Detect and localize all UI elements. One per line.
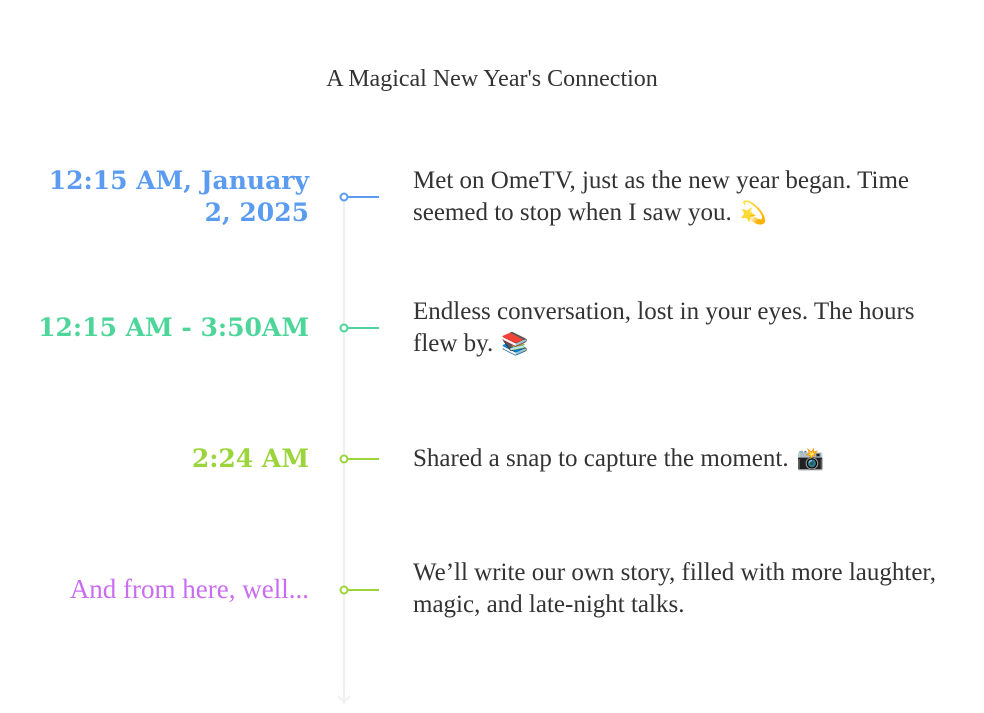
event-description-text: Met on OmeTV, just as the new year began… (413, 167, 909, 226)
event-description-text: We’ll write our own story, filled with m… (413, 559, 937, 618)
event-description: We’ll write our own story, filled with m… (413, 557, 953, 621)
event-description: Endless conversation, lost in your eyes.… (413, 296, 953, 361)
event-connector (339, 192, 379, 202)
event-description-text: Endless conversation, lost in your eyes.… (413, 298, 915, 357)
dizzy-icon: 💫 (739, 201, 768, 226)
axis-arrow-icon (337, 695, 351, 704)
event-connector (339, 323, 379, 333)
timeline-title: A Magical New Year's Connection (326, 66, 658, 92)
event-date: And from here, well... (69, 574, 309, 604)
event-connector (339, 585, 379, 595)
event-date: 12:15 AM, January 2, 2025 (48, 166, 309, 227)
event-description-text: Shared a snap to capture the moment. (413, 445, 789, 472)
books-icon: 📚 (501, 332, 529, 357)
event-description: Met on OmeTV, just as the new year began… (413, 165, 953, 230)
timeline-axis (343, 196, 345, 704)
event-description: Shared a snap to capture the moment. 📸 (413, 443, 953, 476)
camera-flash-icon: 📸 (796, 447, 824, 472)
event-connector (339, 454, 379, 464)
event-date: 2:24 AM (191, 444, 309, 473)
event-date: 12:15 AM - 3:50AM (38, 313, 309, 342)
